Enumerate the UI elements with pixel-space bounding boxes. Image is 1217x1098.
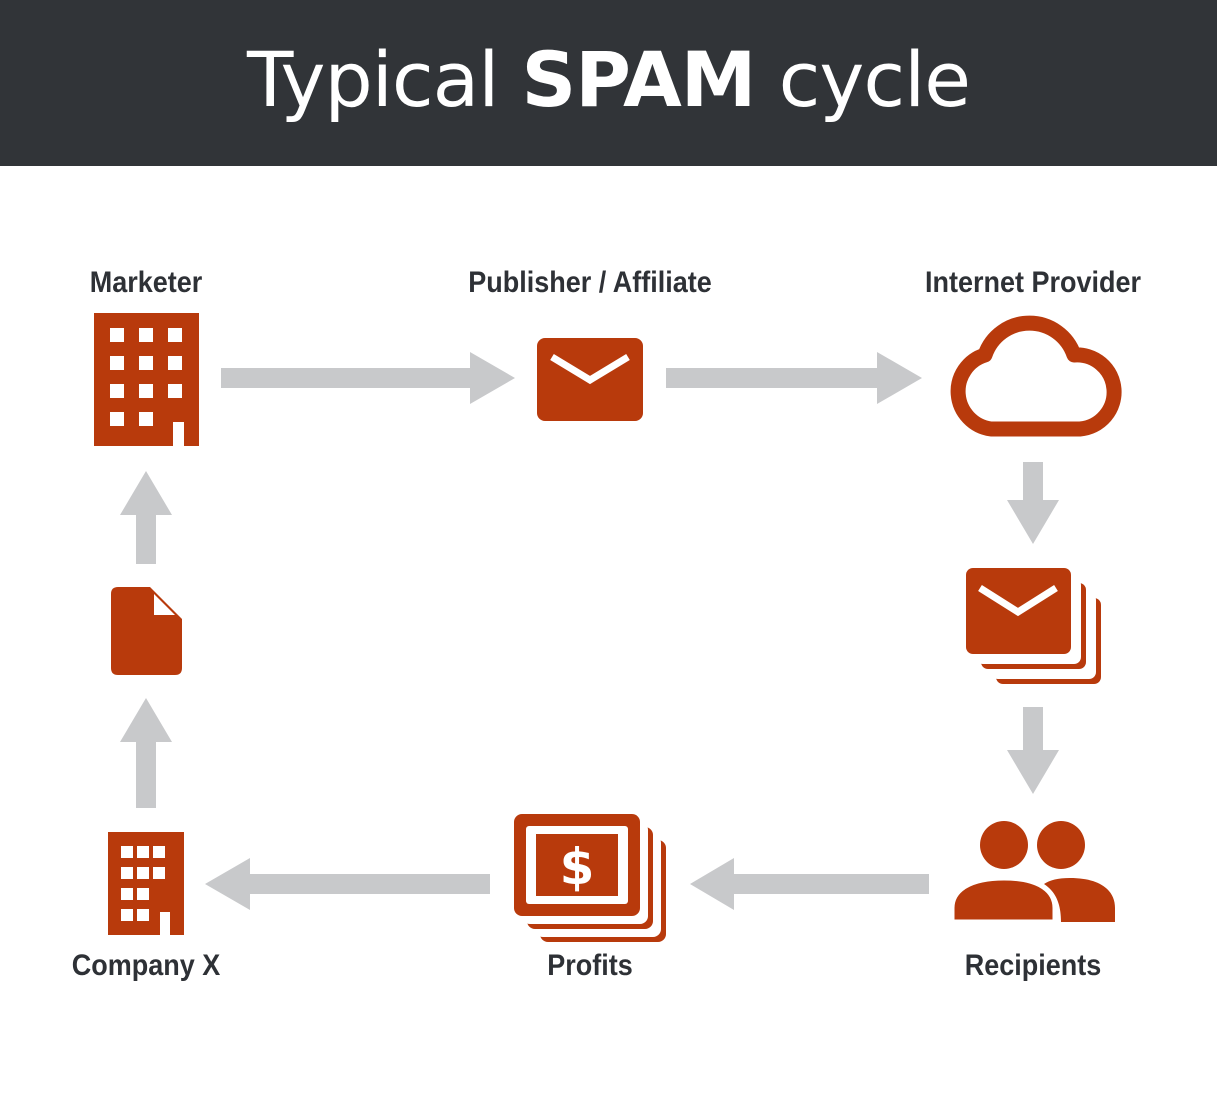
arrow-document-to-marketer — [120, 471, 172, 564]
arrow-profits-to-companyx — [205, 858, 490, 910]
office-building-icon — [94, 313, 199, 446]
arrow-recipients-to-profits — [690, 858, 929, 910]
svg-text:$: $ — [560, 838, 595, 896]
arrow-companyx-to-document — [120, 698, 172, 808]
label-recipients: Recipients — [964, 949, 1102, 982]
arrow-provider-to-bulkmail — [1007, 462, 1059, 544]
label-marketer: Marketer — [89, 266, 203, 299]
arrow-publisher-to-provider — [666, 352, 922, 404]
spam-cycle-diagram: $ — [94, 313, 1122, 942]
stacked-money-icon: $ — [514, 814, 666, 942]
document-icon — [111, 587, 182, 675]
label-internet-provider: Internet Provider — [924, 266, 1142, 299]
label-company-x: Company X — [71, 949, 221, 982]
small-building-icon — [108, 832, 184, 935]
envelope-icon — [537, 338, 643, 421]
arrow-bulkmail-to-recipients — [1007, 707, 1059, 794]
page-title: Typical SPAM cycle — [246, 34, 971, 124]
cloud-icon — [950, 315, 1122, 437]
title-prefix: Typical — [246, 34, 499, 124]
label-publisher: Publisher / Affiliate — [468, 266, 712, 299]
title-suffix: cycle — [778, 34, 971, 124]
stacked-envelopes-icon — [966, 568, 1101, 684]
header-bar: Typical SPAM cycle — [0, 0, 1217, 166]
people-icon — [949, 821, 1115, 925]
label-profits: Profits — [547, 949, 633, 982]
title-emphasis: SPAM — [521, 34, 757, 124]
arrow-marketer-to-publisher — [221, 352, 515, 404]
